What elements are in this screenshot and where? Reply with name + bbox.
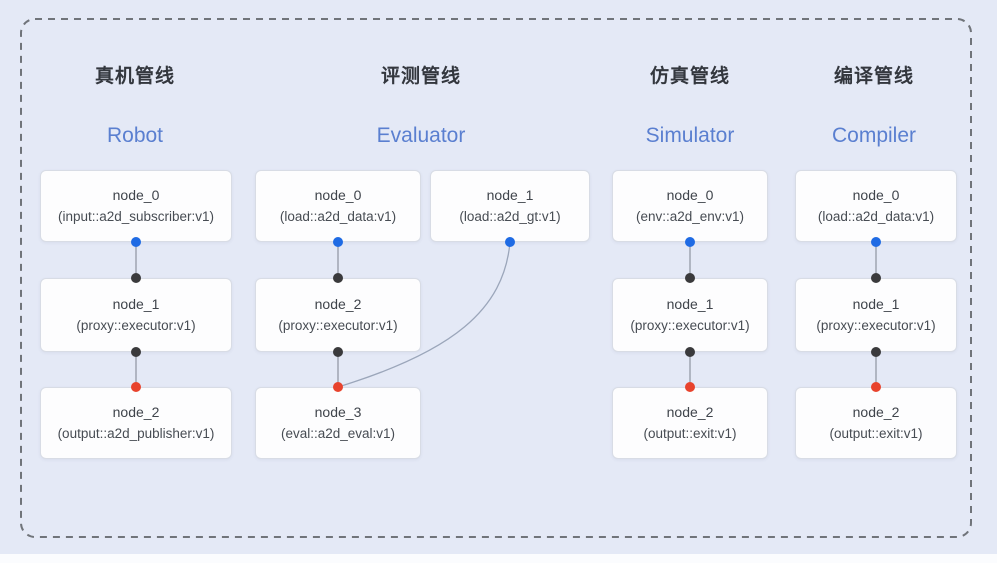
node-name: node_1 — [486, 187, 534, 203]
simulator-node-1-box: node_1 (proxy::executor:v1) — [612, 278, 768, 352]
node-name: node_2 — [112, 404, 160, 420]
port-dot-red — [871, 382, 881, 392]
dashed-frame-border — [20, 18, 972, 538]
port-dot-black — [871, 347, 881, 357]
evaluator-node-2-box: node_2 (proxy::executor:v1) — [255, 278, 421, 352]
robot-node-1-box: node_1 (proxy::executor:v1) — [40, 278, 232, 352]
pipeline-title-zh-robot: 真机管线 — [94, 66, 175, 87]
pipeline-title-en-compiler: Compiler — [831, 124, 917, 147]
node-type: (output::exit:v1) — [643, 426, 737, 441]
compiler-node-2-box: node_2 (output::exit:v1) — [795, 387, 957, 459]
node-type: (load::a2d_data:v1) — [279, 209, 397, 224]
node-name: node_0 — [852, 187, 900, 203]
connector-curve — [337, 241, 511, 388]
node-name: node_0 — [314, 187, 362, 203]
node-type: (proxy::executor:v1) — [278, 318, 398, 333]
pipeline-title-zh-evaluator: 评测管线 — [380, 66, 461, 87]
node-type: (env::a2d_env:v1) — [635, 209, 745, 224]
port-dot-blue — [131, 237, 141, 247]
port-dot-red — [131, 382, 141, 392]
port-dot-blue — [505, 237, 515, 247]
node-type: (output::a2d_publisher:v1) — [57, 426, 215, 441]
node-name: node_2 — [314, 296, 362, 312]
compiler-node-1-box: node_1 (proxy::executor:v1) — [795, 278, 957, 352]
node-name: node_0 — [666, 187, 714, 203]
port-dot-red — [685, 382, 695, 392]
port-dot-blue — [685, 237, 695, 247]
node-type: (proxy::executor:v1) — [630, 318, 750, 333]
port-dot-blue — [333, 237, 343, 247]
node-type: (load::a2d_data:v1) — [817, 209, 935, 224]
port-dot-blue — [871, 237, 881, 247]
pipeline-title-zh-simulator: 仿真管线 — [649, 66, 730, 87]
port-dot-black — [871, 273, 881, 283]
robot-node-0-box: node_0 (input::a2d_subscriber:v1) — [40, 170, 232, 242]
node-name: node_1 — [666, 296, 714, 312]
port-dot-black — [333, 273, 343, 283]
node-name: node_3 — [314, 404, 362, 420]
evaluator-node-1-box: node_1 (load::a2d_gt:v1) — [430, 170, 590, 242]
node-name: node_2 — [666, 404, 714, 420]
node-name: node_2 — [852, 404, 900, 420]
simulator-node-0-box: node_0 (env::a2d_env:v1) — [612, 170, 768, 242]
node-type: (input::a2d_subscriber:v1) — [57, 209, 215, 224]
simulator-node-2-box: node_2 (output::exit:v1) — [612, 387, 768, 459]
node-type: (output::exit:v1) — [829, 426, 923, 441]
node-type: (eval::a2d_eval:v1) — [280, 426, 396, 441]
evaluator-node-3-box: node_3 (eval::a2d_eval:v1) — [255, 387, 421, 459]
robot-node-2-box: node_2 (output::a2d_publisher:v1) — [40, 387, 232, 459]
compiler-node-0-box: node_0 (load::a2d_data:v1) — [795, 170, 957, 242]
evaluator-node-0-box: node_0 (load::a2d_data:v1) — [255, 170, 421, 242]
pipeline-title-en-simulator: Simulator — [645, 124, 735, 147]
node-type: (load::a2d_gt:v1) — [459, 209, 561, 224]
port-dot-black — [333, 347, 343, 357]
port-dot-black — [131, 273, 141, 283]
port-dot-black — [131, 347, 141, 357]
pipeline-title-zh-compiler: 编译管线 — [833, 66, 914, 87]
bottom-strip — [0, 554, 997, 563]
node-type: (proxy::executor:v1) — [816, 318, 936, 333]
pipeline-title-en-evaluator: Evaluator — [376, 124, 466, 147]
node-name: node_1 — [112, 296, 160, 312]
port-dot-black — [685, 273, 695, 283]
pipeline-title-en-robot: Robot — [106, 124, 164, 147]
node-name: node_1 — [852, 296, 900, 312]
port-dot-red — [333, 382, 343, 392]
node-name: node_0 — [112, 187, 160, 203]
port-dot-black — [685, 347, 695, 357]
node-type: (proxy::executor:v1) — [76, 318, 196, 333]
